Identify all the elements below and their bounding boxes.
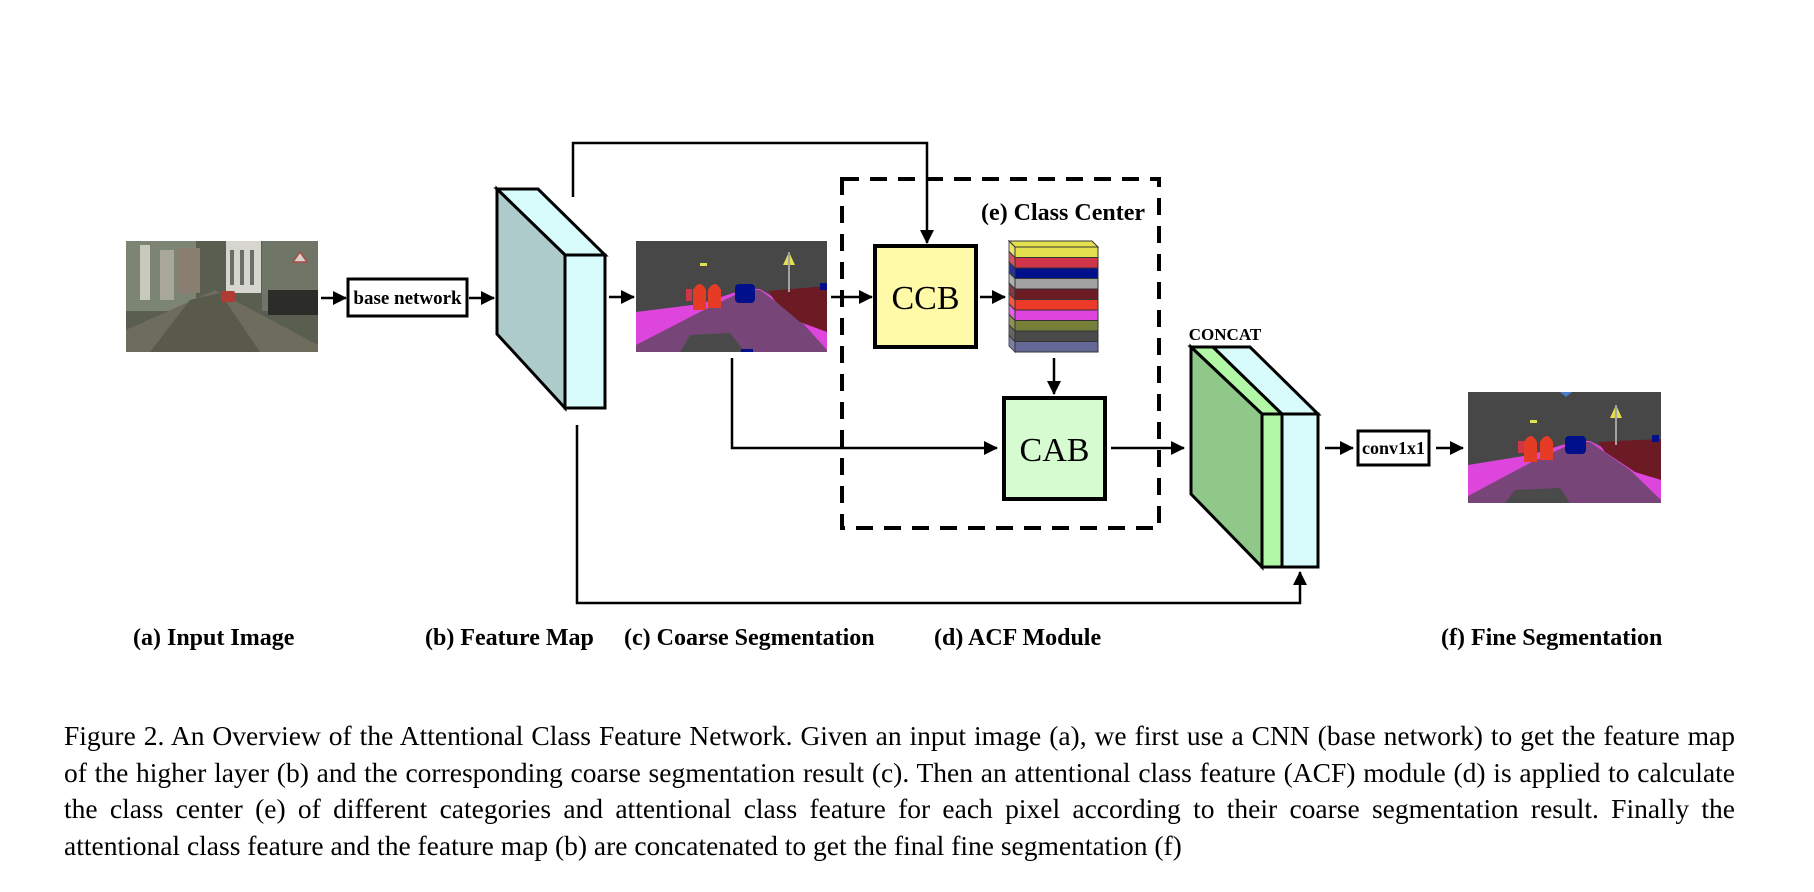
label-fine-segmentation: (f) Fine Segmentation [1441,625,1662,651]
ccb-label: CCB [891,280,959,317]
label-input-image: (a) Input Image [133,625,295,651]
figure-caption: Figure 2. An Overview of the Attentional… [64,720,1735,861]
class-center-layer [1014,267,1099,279]
feature-map-block [493,185,609,412]
class-center-layer [1014,320,1099,332]
coarse-segmentation-image [636,241,827,352]
class-center-layer [1014,288,1099,300]
connector-feature-to-ccb [571,141,934,244]
class-center-title: (e) Class Center [981,200,1145,226]
class-center-layer [1014,309,1099,321]
base-network-label: base network [353,288,462,309]
concat-label: CONCAT [1189,325,1262,344]
input-image [126,241,318,352]
label-coarse-segmentation: (c) Coarse Segmentation [624,625,875,651]
class-center-layer [1014,341,1099,353]
base-network-box [346,277,469,318]
class-center-layer [1014,278,1099,290]
conv1x1-label: conv1x1 [1362,438,1425,458]
label-feature-map: (b) Feature Map [425,625,594,651]
cab-label: CAB [1020,432,1090,469]
ccb-box [873,244,978,349]
class-center-stack [1007,239,1100,354]
class-center-layer [1014,299,1099,311]
conv1x1-box [1356,429,1431,467]
class-center-layer [1014,257,1099,269]
fine-segmentation-image [1468,392,1661,503]
cab-box [1002,396,1107,501]
feature-map-front [563,253,607,410]
connector-feature-to-concat [575,425,1307,605]
acf-module-dashed-box [840,177,1161,530]
class-center-stack-top [1007,240,1100,248]
class-center-layer [1014,330,1099,342]
label-acf-module: (d) ACF Module [934,625,1101,651]
concat-green-layer [1260,412,1284,569]
connector-coarse-to-cab [730,358,998,455]
concat-feature-layer [1280,412,1320,569]
concat-block [1187,343,1322,571]
class-center-layer [1014,246,1099,258]
